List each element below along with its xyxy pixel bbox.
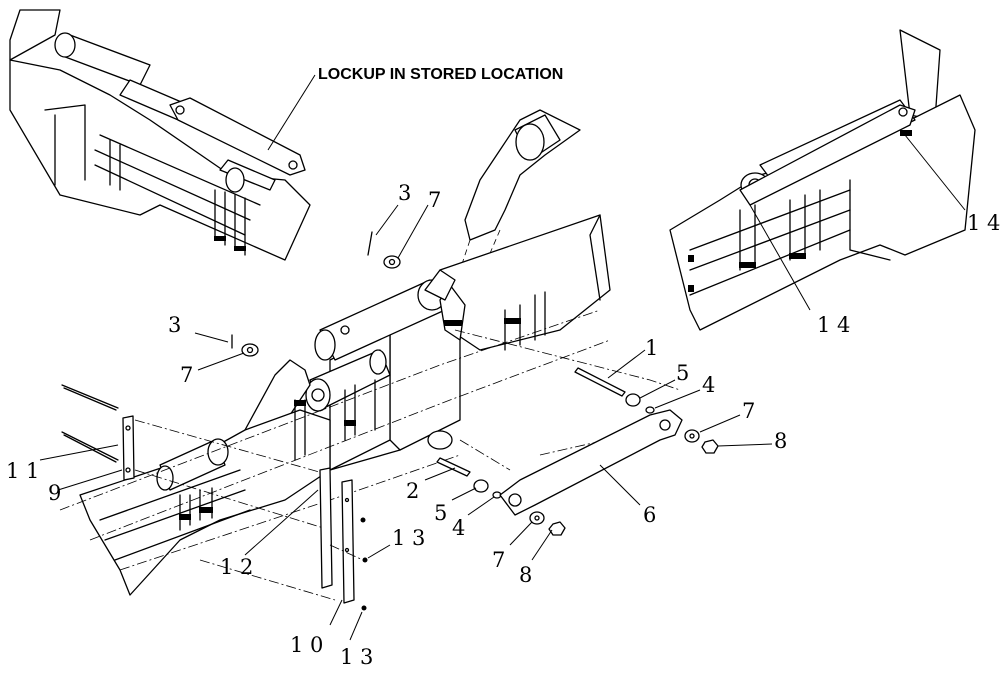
callout-14-right: 1 4	[967, 211, 1000, 235]
callout-10: 1 0	[290, 633, 323, 657]
callout-2: 2	[406, 479, 419, 503]
callout-3-upper: 3	[398, 181, 411, 205]
upright-lockup-inset: 1 4 1 4	[669, 29, 1000, 337]
main-assembly	[59, 214, 681, 601]
callout-7-left: 7	[180, 363, 193, 387]
callout-5-lower: 5	[434, 501, 447, 525]
callout-7-upper: 7	[428, 188, 441, 212]
callout-9: 9	[48, 481, 61, 505]
callout-6: 6	[643, 503, 656, 527]
hydraulic-hose	[449, 109, 581, 301]
callout-7-right: 7	[742, 399, 755, 423]
callout-13-upper: 1 3	[392, 526, 425, 550]
callout-14-lower: 1 4	[817, 313, 850, 337]
loose-parts	[61, 231, 719, 611]
callout-13-lower: 1 3	[340, 645, 373, 669]
callout-11: 1 1	[6, 459, 39, 483]
callout-4-lower: 4	[452, 516, 465, 540]
stored-location-caption: LOCKUP IN STORED LOCATION	[318, 66, 563, 83]
callout-5-right: 5	[676, 361, 689, 385]
callout-1: 1	[645, 336, 658, 360]
callout-numbers: 3 7 3 7 1 5 4 7 8 2 5 4 6 7 8 9 1 1 1 2 …	[6, 181, 787, 669]
callout-8-lower: 8	[519, 563, 532, 587]
callout-4-right: 4	[702, 373, 715, 397]
stored-lockup-inset: LOCKUP IN STORED LOCATION	[9, 9, 563, 261]
callout-3-left: 3	[168, 313, 181, 337]
callout-12: 1 2	[220, 555, 253, 579]
callout-8-right: 8	[774, 429, 787, 453]
callout-leaders	[39, 204, 773, 641]
callout-7-lower: 7	[492, 548, 505, 572]
